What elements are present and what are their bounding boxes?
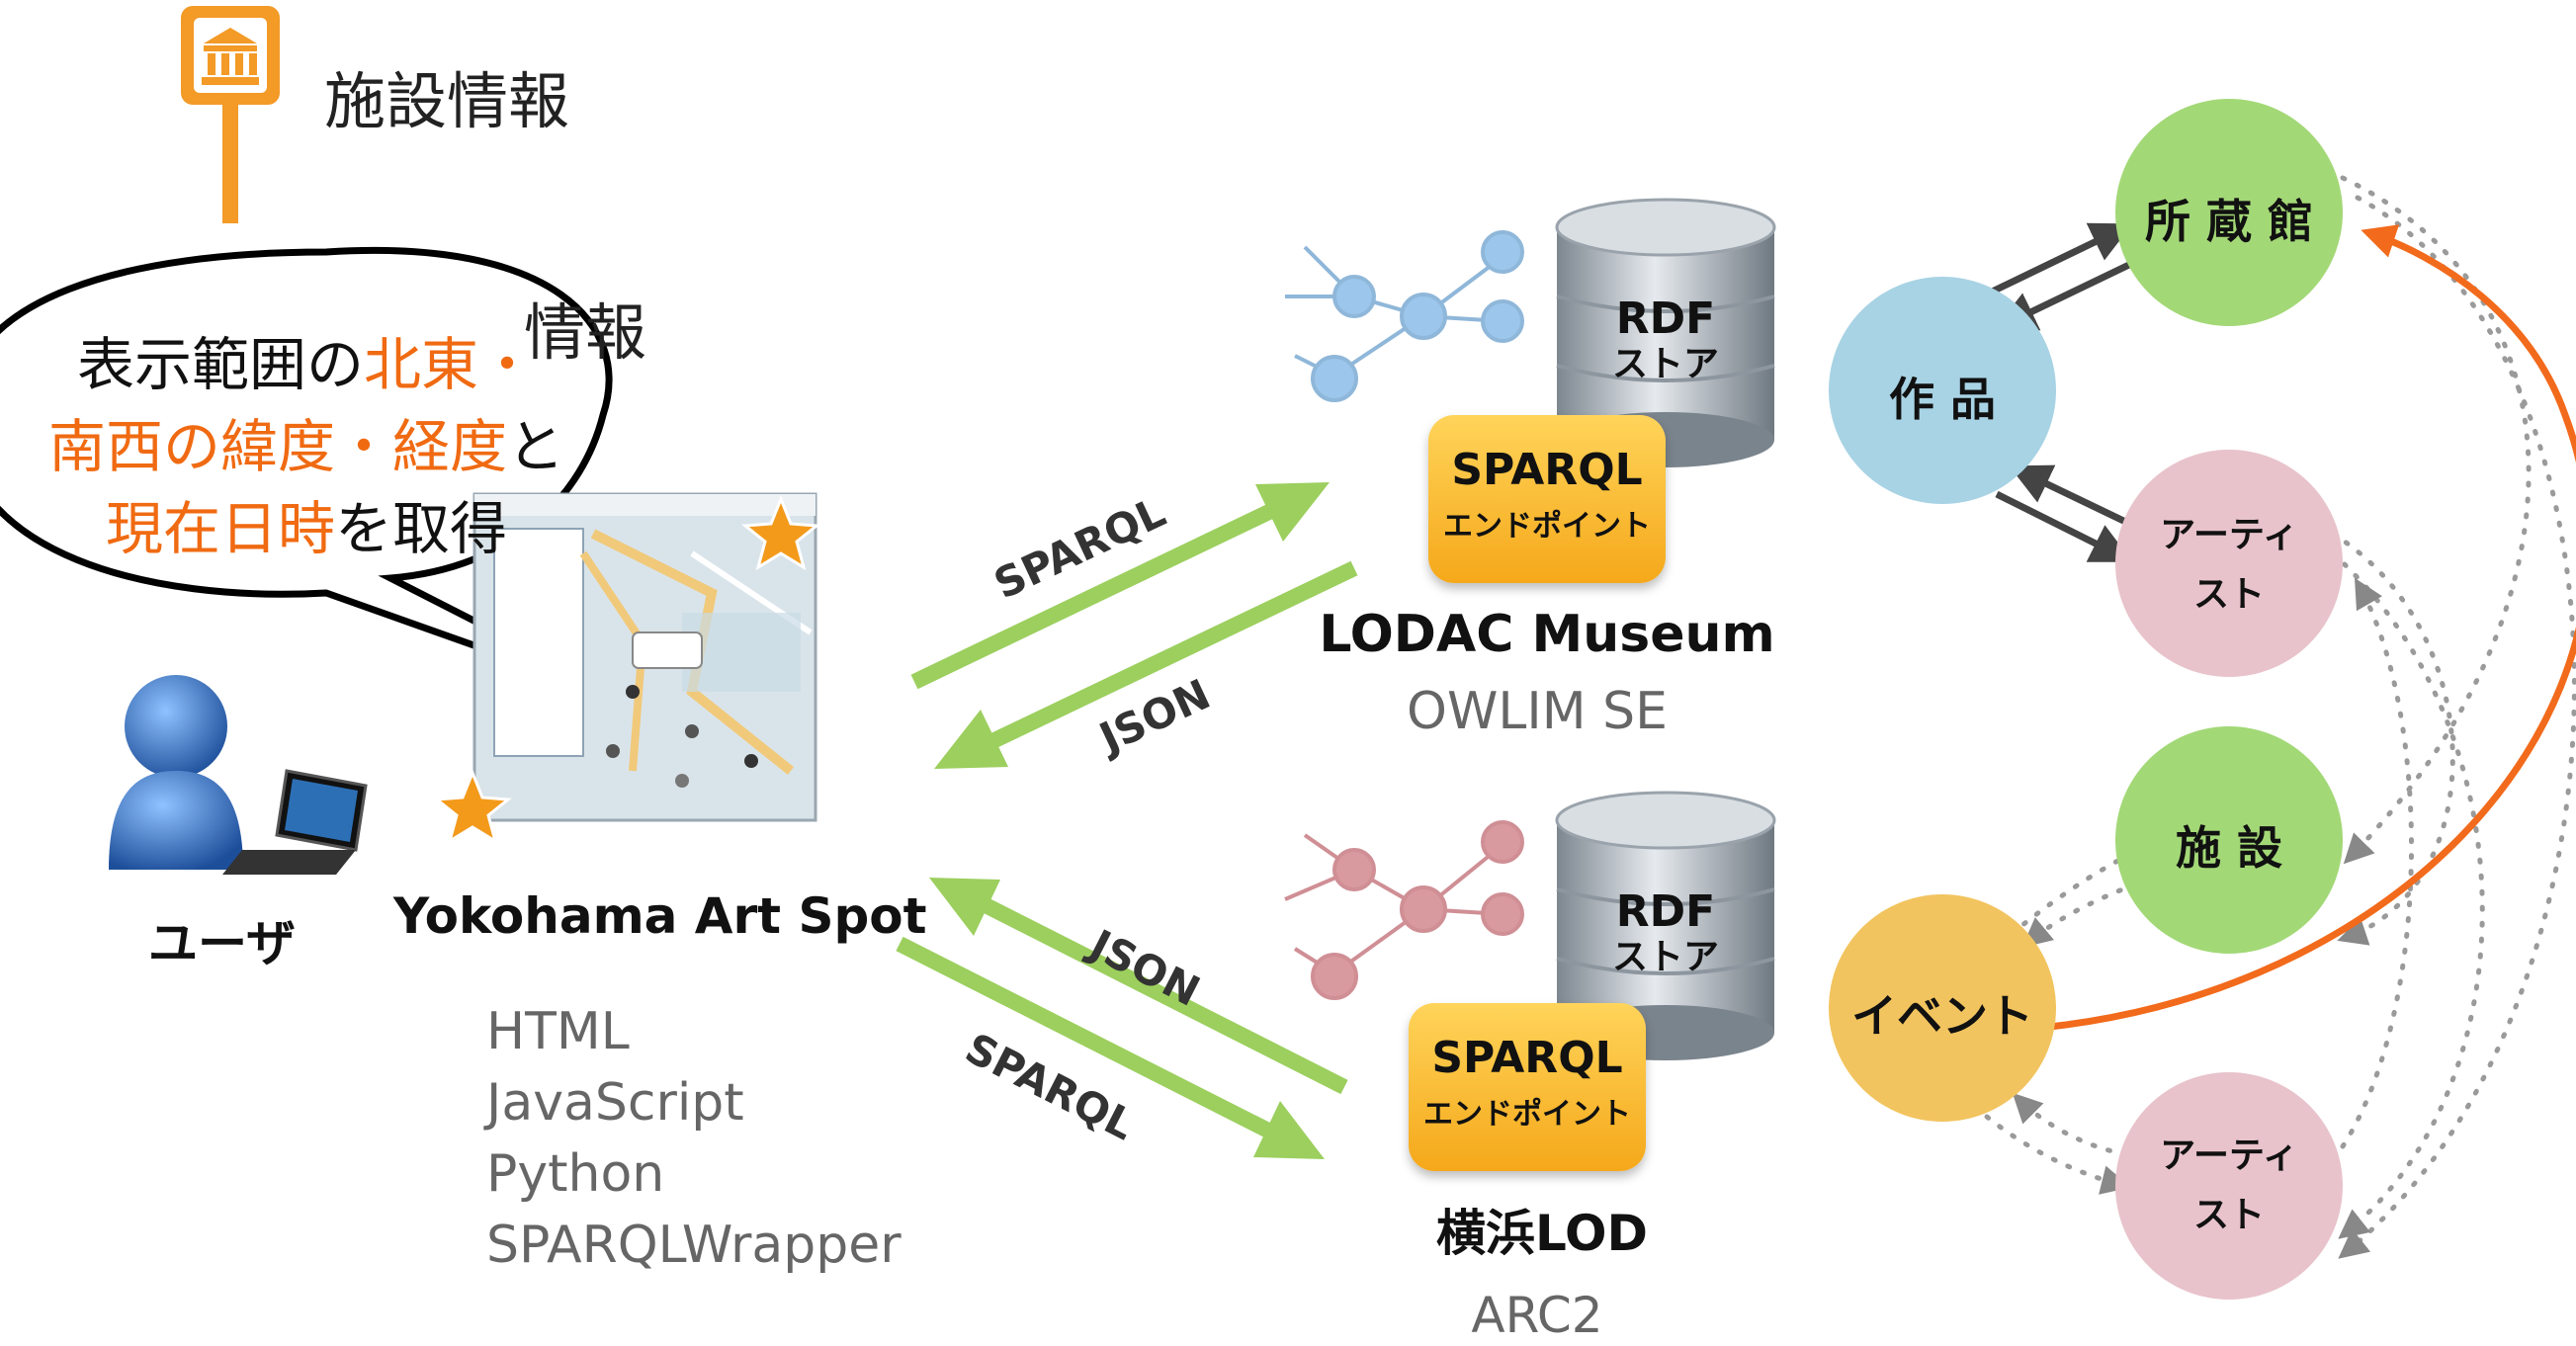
dotted-relations <box>1984 175 2576 1259</box>
bubble-text: 表示範囲の <box>76 331 364 398</box>
tech-item: SPARQLWrapper <box>486 1216 902 1275</box>
node-facility-label: 施 設 <box>2175 821 2283 875</box>
bubble-highlight: 南西の緯度・経度 <box>47 413 507 480</box>
network-graph-icon <box>1284 820 1524 1000</box>
endpoint-subtitle: エンドポイント <box>1443 509 1651 544</box>
store-engine: OWLIM SE <box>1407 682 1668 741</box>
tech-item: JavaScript <box>486 1073 744 1133</box>
db-label-line: RDF <box>1615 294 1716 344</box>
facility-legend-label: 施設情報 <box>324 65 570 137</box>
node-event <box>1829 894 2056 1122</box>
user-label: ユーザ <box>148 915 296 972</box>
laptop-icon <box>222 769 368 875</box>
app-name: Yokohama Art Spot <box>393 887 927 945</box>
node-work <box>1829 277 2056 504</box>
event-to-collection-arrow <box>2040 224 2576 1032</box>
db-label-line: ストア <box>1611 937 1720 977</box>
endpoint-title: SPARQL <box>1431 1033 1623 1083</box>
museum-pin-icon <box>181 6 280 223</box>
speech-bubble <box>0 246 635 706</box>
sparql-request-arrow-top <box>910 482 1330 690</box>
bubble-line-1: 表示範囲の北東・ <box>0 318 613 401</box>
store-engine: ARC2 <box>1471 1287 1603 1344</box>
db-label: RDF ストア <box>1612 296 1719 387</box>
node-facility <box>2115 726 2343 954</box>
bubble-line-3: 現在日時を取得 <box>0 482 613 565</box>
db-label-line: RDF <box>1615 886 1716 937</box>
db-label-line: ストア <box>1611 344 1720 384</box>
tech-item: HTML <box>486 1002 630 1061</box>
node-collection <box>2115 99 2343 326</box>
store-name: 横浜LOD <box>1435 1205 1649 1262</box>
node-event-label: イベント <box>1851 989 2033 1043</box>
network-graph-icon <box>1285 230 1524 402</box>
bubble-highlight: 現在日時 <box>105 495 335 562</box>
node-artist-bottom <box>2115 1072 2343 1300</box>
node-label-line: アーティ <box>2160 515 2298 555</box>
db-label: RDF ストア <box>1612 889 1719 980</box>
node-work-label: 作 品 <box>1888 373 1997 426</box>
map-screenshot <box>472 492 817 822</box>
bubble-line-2: 南西の緯度・経度と <box>0 400 613 483</box>
sparql-endpoint-box: SPARQL エンドポイント <box>1409 1003 1646 1171</box>
star-icon <box>741 494 820 571</box>
node-label-line: アーティ <box>2160 1136 2298 1176</box>
event-legend-label: 情報 <box>524 296 647 369</box>
json-response-arrow-bottom <box>929 878 1348 1095</box>
tech-item: Python <box>486 1144 665 1204</box>
sparql-request-arrow-bottom <box>896 936 1325 1159</box>
bubble-text: と <box>507 413 565 480</box>
node-collection-label: 所 蔵 館 <box>2144 195 2314 248</box>
database-icon <box>1555 791 1776 1060</box>
endpoint-title: SPARQL <box>1451 445 1643 495</box>
node-artist-top-label: アーティ スト <box>2160 506 2298 625</box>
node-label-line: スト <box>2192 1195 2265 1235</box>
node-artist-bottom-label: アーティ スト <box>2160 1127 2298 1245</box>
endpoint-subtitle: エンドポイント <box>1423 1097 1631 1132</box>
user-icon <box>109 675 243 870</box>
node-label-line: スト <box>2192 574 2265 615</box>
bubble-text: を取得 <box>335 495 508 562</box>
store-name: LODAC Museum <box>1319 605 1775 664</box>
json-response-arrow-top <box>934 560 1358 769</box>
star-icon <box>433 768 512 845</box>
bubble-highlight: 北東・ <box>364 331 537 398</box>
sparql-endpoint-box: SPARQL エンドポイント <box>1428 415 1666 583</box>
node-artist-top <box>2115 450 2343 677</box>
